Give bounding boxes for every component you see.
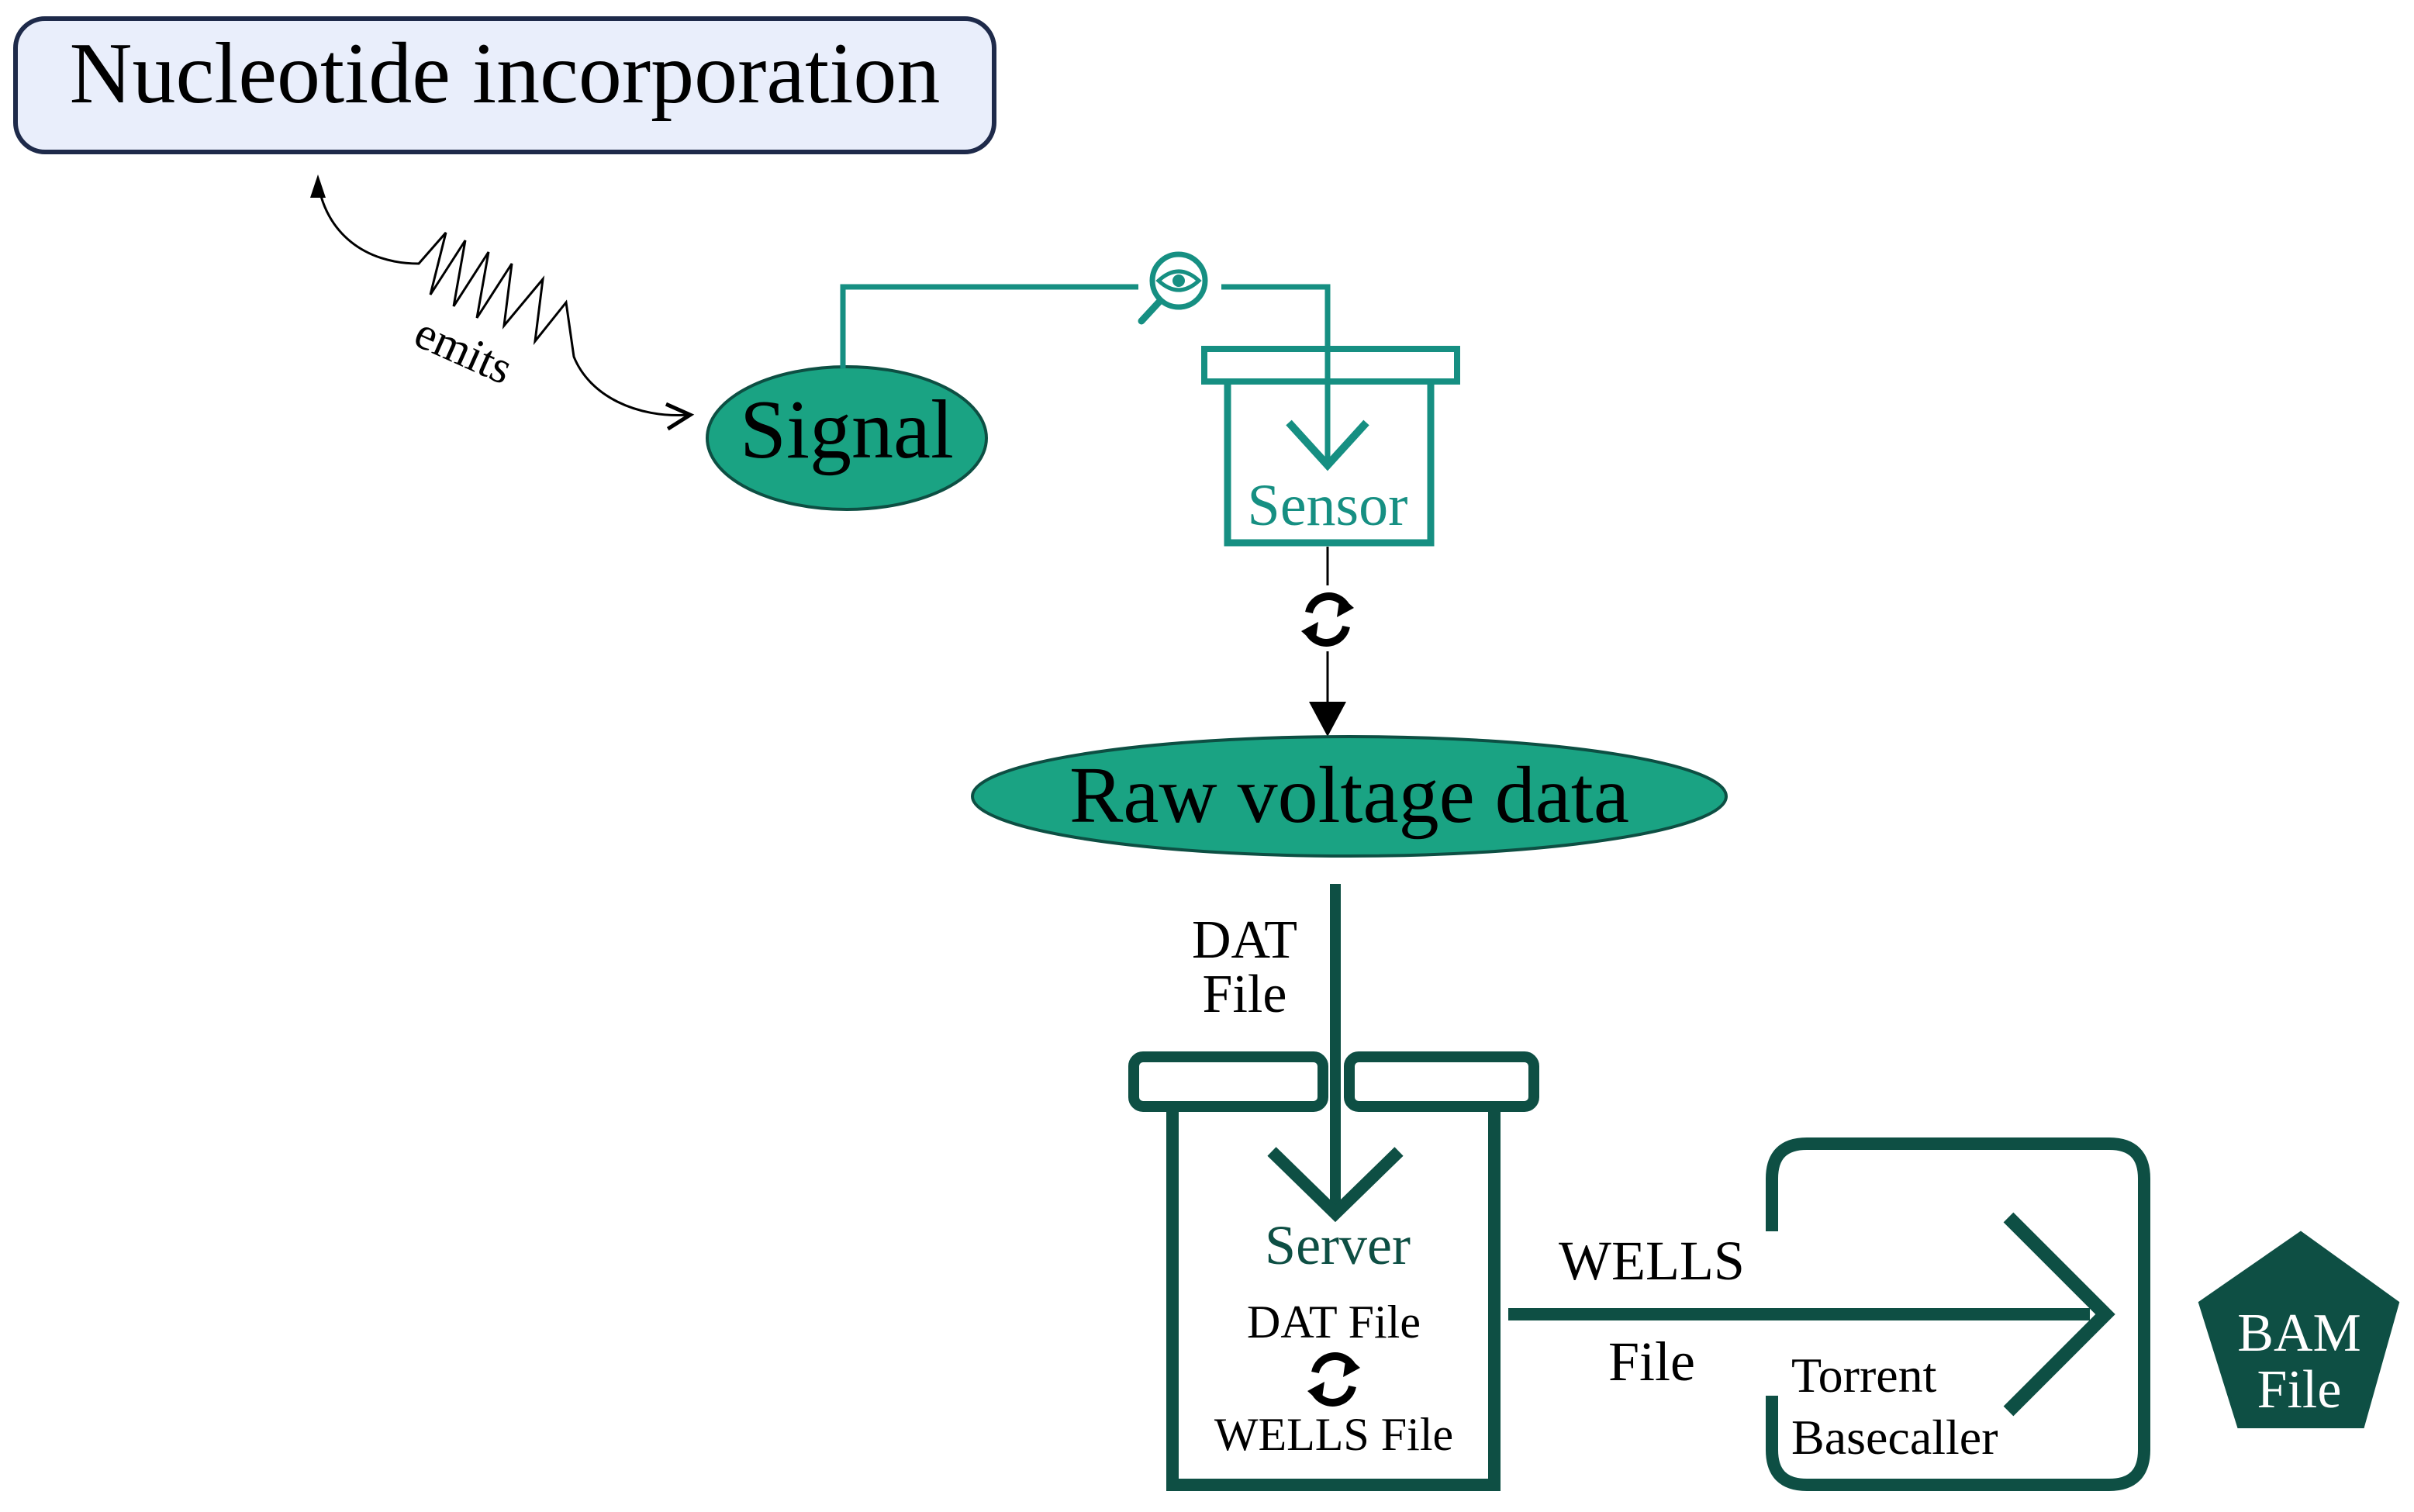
nucleotide-incorporation-label: Nucleotide incorporation (70, 26, 941, 122)
refresh-cycle-icon (1301, 592, 1354, 647)
signal-node: Signal (706, 365, 988, 511)
raw-voltage-data-label: Raw voltage data (1069, 751, 1629, 840)
bam-file-label-line1: BAM (2237, 1303, 2360, 1363)
raw-voltage-data-node: Raw voltage data (971, 735, 1728, 858)
refresh-cycle-icon (1307, 1352, 1360, 1407)
bam-file-node: BAM File (2198, 1231, 2400, 1428)
torrent-basecaller-label-line1: Torrent (1791, 1348, 1937, 1403)
sensor-node: Sensor (1201, 346, 1460, 547)
dat-edge-label-line2: File (1203, 965, 1287, 1024)
nucleotide-incorporation-node: Nucleotide incorporation (13, 16, 996, 154)
wells-edge-label-line2: File (1608, 1331, 1695, 1393)
sensor-to-raw-edge (1309, 547, 1346, 737)
signal-to-sensor-edge (840, 284, 1369, 471)
server-node: Server DAT File WELLS File (1128, 1051, 1539, 1491)
magnifier-eye-icon (1138, 251, 1208, 325)
emits-label: emits (407, 306, 520, 394)
torrent-basecaller-label-line2: Basecaller (1791, 1410, 1998, 1465)
torrent-basecaller-node: Torrent Basecaller (1766, 1137, 2150, 1491)
server-label: Server (1265, 1214, 1411, 1276)
dat-file-edge: DAT File (1192, 884, 1404, 1223)
signal-label: Signal (740, 384, 954, 476)
sensor-label: Sensor (1248, 473, 1408, 538)
bam-file-label-line2: File (2257, 1360, 2342, 1420)
dat-edge-label-line1: DAT (1192, 910, 1297, 970)
emits-edge: emits (310, 174, 695, 431)
server-input-label: DAT File (1247, 1296, 1421, 1348)
wells-file-edge: WELLS File (1508, 1212, 2115, 1417)
server-output-label: WELLS File (1214, 1409, 1453, 1460)
wells-edge-label-line1: WELLS (1559, 1230, 1745, 1292)
